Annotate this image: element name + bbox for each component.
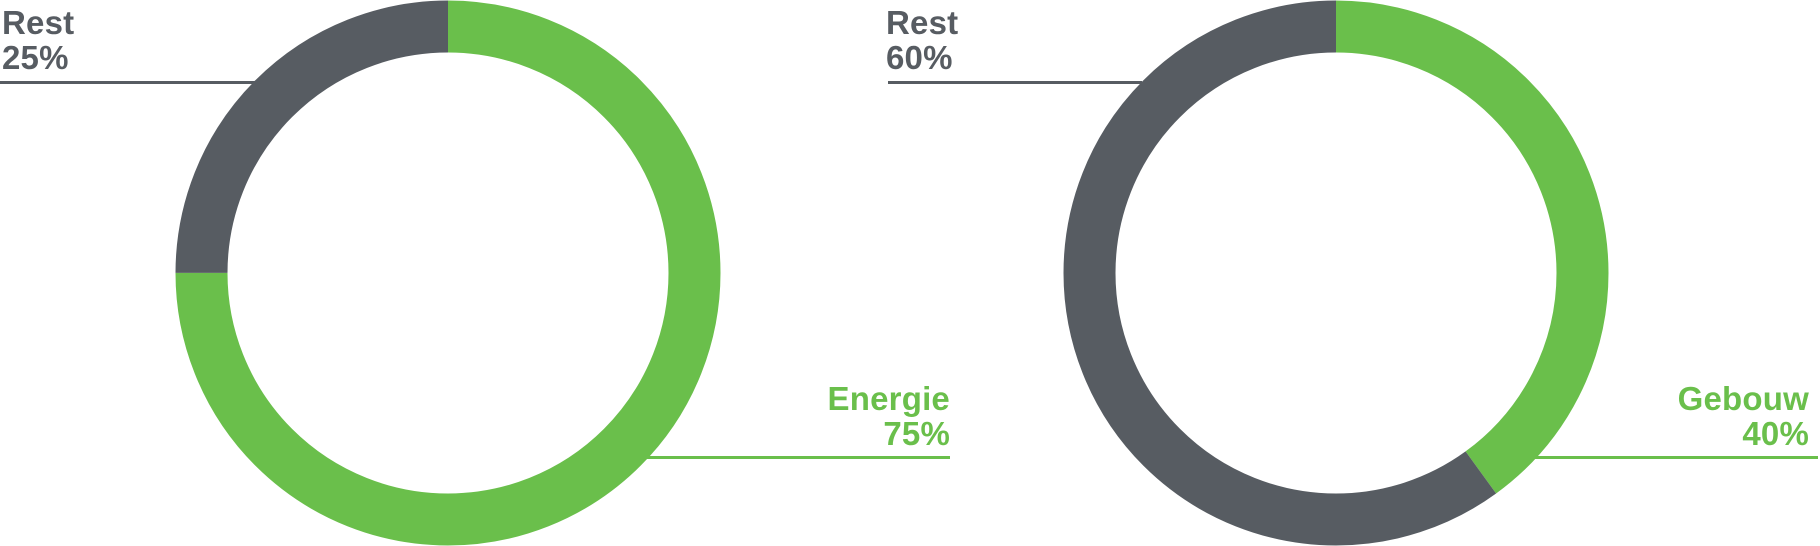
- donut-slice-rest: [175, 0, 721, 546]
- leader-line-rest-left: [0, 81, 255, 84]
- callout-rest-left-label: Rest: [2, 4, 75, 41]
- leader-line-rest-right: [888, 81, 1142, 84]
- callout-energie: Energie 75%: [650, 381, 950, 451]
- callout-rest-right-label: Rest: [886, 4, 959, 41]
- callout-rest-left-pct: 25%: [2, 39, 69, 76]
- callout-gebouw-pct: 40%: [1742, 415, 1809, 452]
- donut-chart-energie: [175, 0, 721, 546]
- callout-energie-label: Energie: [827, 380, 950, 417]
- donut-chart-gebouw: [1063, 0, 1609, 546]
- callout-gebouw-label: Gebouw: [1677, 380, 1809, 417]
- callout-rest-right: Rest 60%: [886, 5, 958, 75]
- leader-line-energie: [645, 456, 950, 459]
- callout-rest-left: Rest 25%: [2, 5, 74, 75]
- callout-rest-right-pct: 60%: [886, 39, 953, 76]
- callout-energie-pct: 75%: [883, 415, 950, 452]
- donut-slice-rest: [1063, 0, 1609, 546]
- callout-gebouw: Gebouw 40%: [1509, 381, 1809, 451]
- leader-line-gebouw: [1535, 456, 1818, 459]
